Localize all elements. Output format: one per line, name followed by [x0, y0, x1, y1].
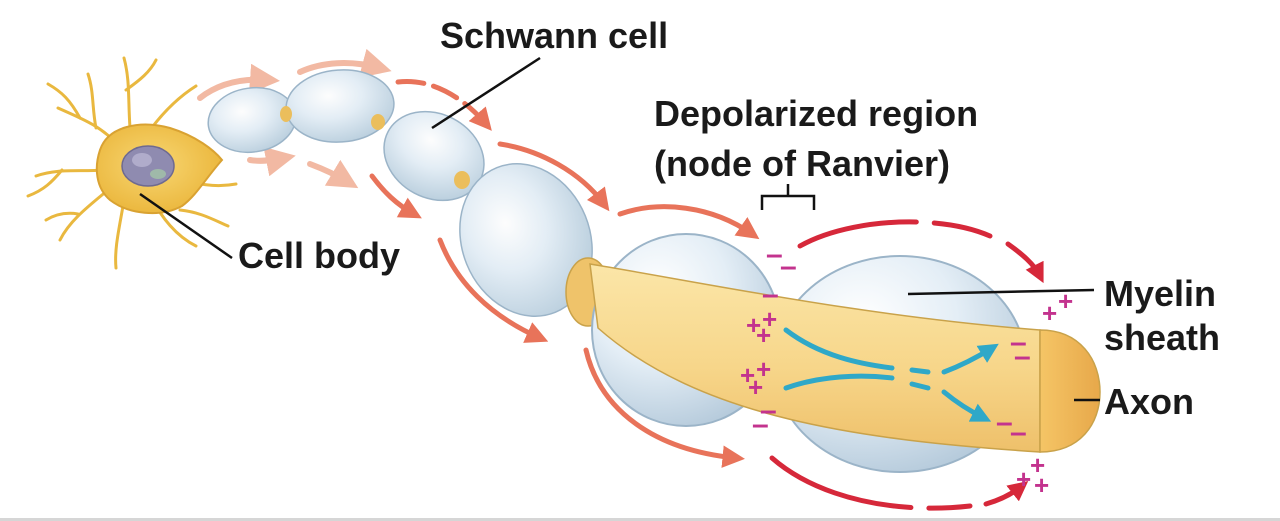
label-axon: Axon [1104, 381, 1194, 422]
negative-charge: – [1010, 326, 1027, 359]
nucleus [121, 145, 175, 187]
leader-lines [139, 56, 1100, 402]
positive-charge: + [740, 360, 755, 390]
cell-body-leader [139, 192, 233, 260]
negative-charge: – [766, 238, 783, 271]
schwann-cell-leader [431, 56, 541, 130]
current-arrows-light [197, 48, 392, 189]
bottom-border [0, 518, 1280, 521]
label-depolarized-region: Depolarized region [654, 93, 978, 134]
negative-charge: – [762, 278, 779, 311]
positive-charge: + [1034, 470, 1049, 500]
positive-charge: + [1042, 298, 1057, 328]
label-cell-body: Cell body [238, 235, 400, 276]
schwann-segments [207, 69, 593, 317]
negative-charge: – [996, 406, 1013, 439]
positive-charge: + [1016, 464, 1031, 494]
positive-charge: + [1030, 450, 1045, 480]
positive-charge: + [748, 372, 763, 402]
positive-charge: + [756, 320, 771, 350]
negative-charge: – [760, 394, 777, 427]
label-sheath: sheath [1104, 317, 1220, 358]
node-bracket [760, 184, 816, 210]
negative-charge: – [1014, 340, 1031, 373]
ion-flow-arrows [783, 327, 999, 422]
positive-charge: + [762, 304, 777, 334]
current-arrows-dark [769, 219, 1044, 511]
current-arrows [369, 78, 760, 468]
negative-charge: – [752, 408, 769, 441]
positive-charge: + [746, 310, 761, 340]
negative-charge: – [1010, 416, 1027, 449]
myelin-sheath-leader [907, 288, 1095, 296]
positive-charge: + [756, 354, 771, 384]
positive-charge: + [1058, 286, 1073, 316]
label-myelin: Myelin [1104, 273, 1216, 314]
negative-charge: – [780, 250, 797, 283]
label-node-of-ranvier: (node of Ranvier) [654, 143, 950, 184]
label-schwann-cell: Schwann cell [440, 15, 668, 56]
charge-signs: – – – + + + + + + – – + + – – – – + + + [740, 238, 1073, 500]
axon-end [1039, 329, 1101, 453]
